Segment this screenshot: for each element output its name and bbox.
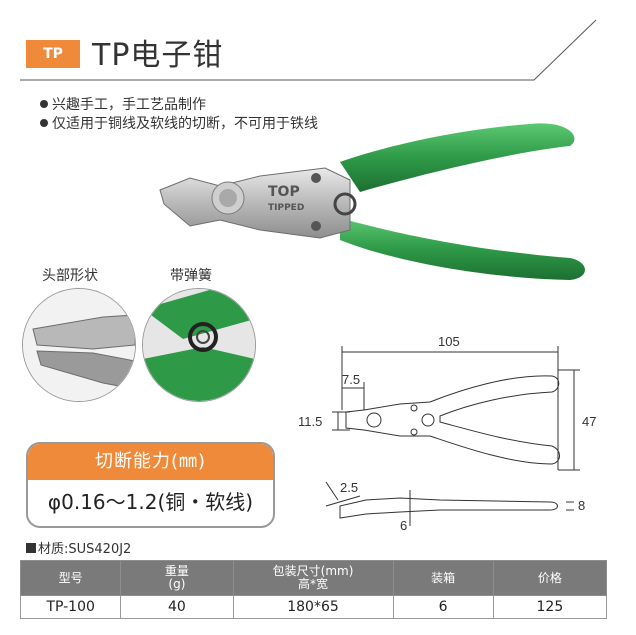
square-bullet-icon <box>26 543 36 553</box>
col-header-package: 包装尺寸(mm)高*宽 <box>232 560 394 596</box>
col-header-text: 包装尺寸(mm) <box>272 564 354 578</box>
page-title: TP电子钳 <box>92 38 224 73</box>
spec-table: 型号 重量(g) 包装尺寸(mm)高*宽 装箱 价格 TP-100 40 180… <box>19 560 608 619</box>
bullet-item: 兴趣手工，手工艺品制作 <box>40 94 206 114</box>
dim-length: 105 <box>438 334 460 349</box>
cutting-capacity-box: 切断能力(㎜) φ0.16～1.2(铜・软线) <box>26 442 275 528</box>
col-header-weight: 重量(g) <box>120 560 234 596</box>
bullet-item: 仅适用于铜线及软线的切断，不可用于铁线 <box>40 113 318 133</box>
col-header-model: 型号 <box>19 560 122 596</box>
cell-package: 180*65 <box>232 595 394 619</box>
col-header-subtext: 高*宽 <box>298 577 329 591</box>
col-header-price: 价格 <box>492 560 608 596</box>
dim-thickness: 8 <box>578 498 585 513</box>
col-header-text: 重量 <box>164 564 189 578</box>
head-shape-photo <box>22 288 136 402</box>
bullet-text: 兴趣手工，手工艺品制作 <box>52 97 206 113</box>
cell-model: TP-100 <box>19 595 122 619</box>
bullet-text: 仅适用于铜线及软线的切断，不可用于铁线 <box>52 116 318 132</box>
header-rule <box>20 19 597 81</box>
brand-stamp: TOP <box>268 184 300 200</box>
col-header-text: 装箱 <box>431 570 456 585</box>
col-header-text: 价格 <box>537 570 562 585</box>
material-text: 材质:SUS420J2 <box>38 542 132 557</box>
bullet-dot-icon <box>40 100 48 108</box>
dim-jaw: 6 <box>400 518 407 533</box>
capacity-heading: 切断能力(㎜) <box>28 444 273 480</box>
col-header-carton: 装箱 <box>392 560 494 596</box>
dim-head-height: 11.5 <box>298 414 322 429</box>
col-header-text: 型号 <box>58 570 83 585</box>
brand-stamp-sub: TIPPED <box>268 203 304 213</box>
tp-badge: TP <box>26 40 80 68</box>
cell-carton: 6 <box>392 595 494 619</box>
spring-photo <box>142 288 256 402</box>
col-header-subtext: (g) <box>168 577 186 591</box>
bullet-dot-icon <box>40 119 48 127</box>
cell-price: 125 <box>492 595 608 619</box>
cell-weight: 40 <box>120 595 234 619</box>
capacity-value: φ0.16～1.2(铜・软线) <box>47 490 254 514</box>
spring-caption: 带弹簧 <box>170 268 212 284</box>
pliers-photo: TOP TIPPED <box>159 123 585 280</box>
table-row: TP-100 40 180*65 6 125 <box>19 595 608 619</box>
dim-angle: 2.5 <box>340 480 358 495</box>
dim-tip: 7.5 <box>342 372 360 387</box>
head-shape-caption: 头部形状 <box>42 268 98 284</box>
table-header-row: 型号 重量(g) 包装尺寸(mm)高*宽 装箱 价格 <box>19 560 608 596</box>
dim-height: 47 <box>582 414 596 429</box>
material-line: 材质:SUS420J2 <box>26 538 131 557</box>
dimension-drawing: 105 7.5 11.5 47 2.5 8 6 <box>298 334 596 533</box>
